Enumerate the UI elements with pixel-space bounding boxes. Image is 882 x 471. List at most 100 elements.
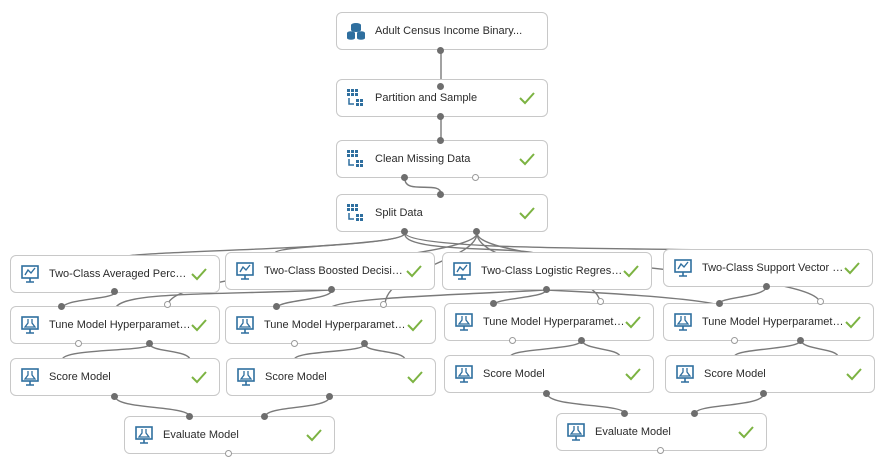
- module-label: Tune Model Hyperparameters: [483, 316, 625, 328]
- score-model-module[interactable]: Score Model: [226, 358, 436, 396]
- evaluate-model-module[interactable]: Evaluate Model: [124, 416, 335, 454]
- output-port[interactable]: [146, 340, 153, 347]
- output-port[interactable]: [797, 337, 804, 344]
- tune-model-hyperparameters-module[interactable]: Tune Model Hyperparameters: [225, 306, 436, 344]
- connector: [264, 395, 331, 418]
- input-port[interactable]: [437, 83, 444, 90]
- clean-missing-data-module[interactable]: Clean Missing Data: [336, 140, 548, 178]
- output-port[interactable]: [291, 340, 298, 347]
- module-label: Two-Class Boosted Decision...: [264, 265, 406, 277]
- connector: [546, 392, 626, 415]
- train-icon: [19, 366, 41, 388]
- two-class-support-vector-machine-module[interactable]: Two-Class Support Vector M...: [663, 249, 873, 287]
- output-port[interactable]: [543, 390, 550, 397]
- input-port[interactable]: [621, 410, 628, 417]
- train-icon: [133, 424, 155, 446]
- output-port[interactable]: [473, 228, 480, 235]
- input-port[interactable]: [597, 298, 604, 305]
- input-port[interactable]: [380, 301, 387, 308]
- input-port[interactable]: [58, 303, 65, 310]
- tune-model-hyperparameters-module[interactable]: Tune Model Hyperparameters: [663, 303, 874, 341]
- output-port[interactable]: [225, 450, 232, 457]
- success-check-icon: [306, 429, 322, 442]
- input-port[interactable]: [273, 303, 280, 310]
- dataset-module-adult-census[interactable]: Adult Census Income Binary...: [336, 12, 548, 50]
- two-class-logistic-regression-module[interactable]: Two-Class Logistic Regression: [442, 252, 652, 290]
- module-label: Evaluate Model: [163, 429, 239, 441]
- two-class-averaged-perceptron-module[interactable]: Two-Class Averaged Percept...: [10, 255, 220, 293]
- output-port[interactable]: [437, 113, 444, 120]
- data-transform-icon: [345, 148, 367, 170]
- output-port[interactable]: [472, 174, 479, 181]
- output-port[interactable]: [509, 337, 516, 344]
- output-port[interactable]: [578, 337, 585, 344]
- score-model-module[interactable]: Score Model: [665, 355, 875, 393]
- success-check-icon: [625, 368, 641, 381]
- module-label: Two-Class Support Vector M...: [702, 262, 844, 274]
- train-icon: [672, 311, 694, 333]
- input-port[interactable]: [186, 413, 193, 420]
- train-icon: [453, 363, 475, 385]
- output-port[interactable]: [731, 337, 738, 344]
- data-transform-icon: [345, 87, 367, 109]
- module-label: Split Data: [375, 207, 423, 219]
- evaluate-model-module[interactable]: Evaluate Model: [556, 413, 767, 451]
- model-icon: [451, 260, 473, 282]
- success-check-icon: [191, 319, 207, 332]
- success-check-icon: [625, 316, 641, 329]
- success-check-icon: [191, 371, 207, 384]
- output-port[interactable]: [401, 228, 408, 235]
- partition-and-sample-module[interactable]: Partition and Sample: [336, 79, 548, 117]
- tune-model-hyperparameters-module[interactable]: Tune Model Hyperparameters: [10, 306, 220, 344]
- dataset-icon: [345, 20, 367, 42]
- module-label: Score Model: [265, 371, 327, 383]
- train-icon: [453, 311, 475, 333]
- output-port[interactable]: [326, 393, 333, 400]
- split-data-module[interactable]: Split Data: [336, 194, 548, 232]
- train-icon: [19, 314, 41, 336]
- input-port[interactable]: [817, 298, 824, 305]
- two-class-boosted-decision-tree-module[interactable]: Two-Class Boosted Decision...: [225, 252, 435, 290]
- input-port[interactable]: [490, 300, 497, 307]
- model-icon: [672, 257, 694, 279]
- success-check-icon: [519, 153, 535, 166]
- success-check-icon: [845, 316, 861, 329]
- module-label: Tune Model Hyperparameters: [702, 316, 845, 328]
- success-check-icon: [406, 265, 422, 278]
- output-port[interactable]: [401, 174, 408, 181]
- output-port[interactable]: [657, 447, 664, 454]
- module-label: Partition and Sample: [375, 92, 478, 104]
- success-check-icon: [844, 262, 860, 275]
- module-label: Score Model: [483, 368, 545, 380]
- output-port[interactable]: [437, 47, 444, 54]
- module-label: Two-Class Averaged Percept...: [49, 268, 191, 280]
- input-port[interactable]: [261, 413, 268, 420]
- output-port[interactable]: [328, 286, 335, 293]
- data-transform-icon: [345, 202, 367, 224]
- output-port[interactable]: [543, 286, 550, 293]
- output-port[interactable]: [760, 390, 767, 397]
- tune-model-hyperparameters-module[interactable]: Tune Model Hyperparameters: [444, 303, 654, 341]
- output-port[interactable]: [75, 340, 82, 347]
- success-check-icon: [623, 265, 639, 278]
- train-icon: [234, 314, 256, 336]
- module-label: Evaluate Model: [595, 426, 671, 438]
- output-port[interactable]: [111, 288, 118, 295]
- input-port[interactable]: [437, 137, 444, 144]
- input-port[interactable]: [437, 191, 444, 198]
- input-port[interactable]: [691, 410, 698, 417]
- input-port[interactable]: [716, 300, 723, 307]
- connector: [274, 232, 406, 254]
- score-model-module[interactable]: Score Model: [10, 358, 220, 396]
- input-port[interactable]: [164, 301, 171, 308]
- module-label: Score Model: [49, 371, 111, 383]
- score-model-module[interactable]: Score Model: [444, 355, 654, 393]
- success-check-icon: [407, 371, 423, 384]
- output-port[interactable]: [111, 393, 118, 400]
- model-icon: [234, 260, 256, 282]
- output-port[interactable]: [763, 283, 770, 290]
- connector: [404, 178, 442, 195]
- output-port[interactable]: [361, 340, 368, 347]
- module-label: Score Model: [704, 368, 766, 380]
